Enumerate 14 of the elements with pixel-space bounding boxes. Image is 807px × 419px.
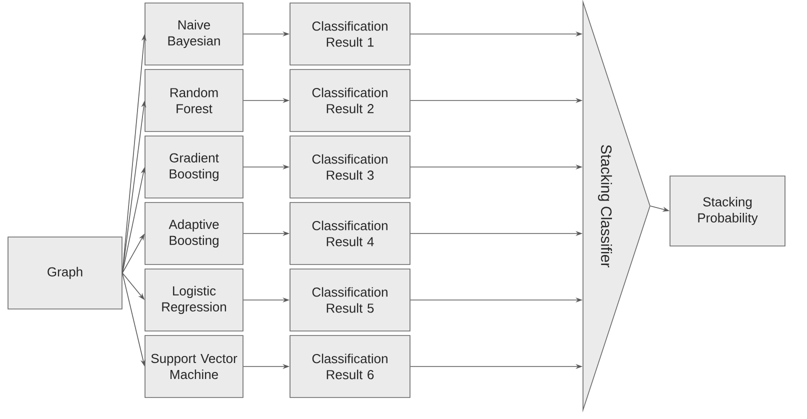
process-box: Classification Result 6 [290,335,410,398]
process-box: Graph [8,236,122,310]
process-box: Support Vector Machine [144,335,244,398]
process-box: Naive Bayesian [144,2,244,66]
process-box: Classification Result 1 [290,2,410,66]
process-box: Classification Result 3 [290,136,410,198]
process-box: Adaptive Boosting [144,202,244,265]
process-box: Classification Result 4 [290,202,410,265]
process-box: Logistic Regression [144,268,244,332]
process-box: Classification Result 2 [290,69,410,132]
process-box: Gradient Boosting [144,136,244,198]
process-box: Random Forest [144,69,244,132]
process-box: Stacking Probability [670,176,786,246]
process-box: Classification Result 5 [290,268,410,332]
